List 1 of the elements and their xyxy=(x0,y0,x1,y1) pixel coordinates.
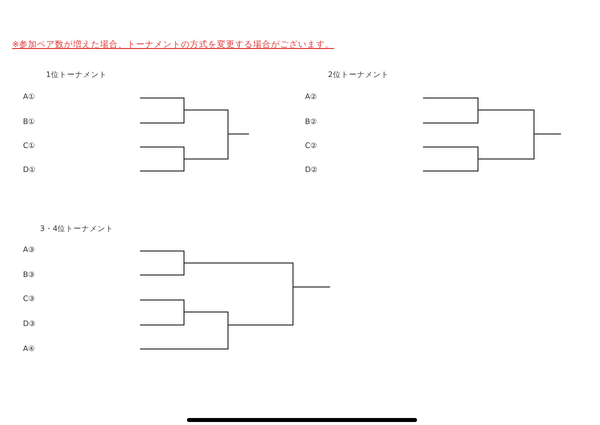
note-text: ※参加ペア数が増えた場合、トーナメントの方式を変更する場合がございます。 xyxy=(12,41,334,50)
